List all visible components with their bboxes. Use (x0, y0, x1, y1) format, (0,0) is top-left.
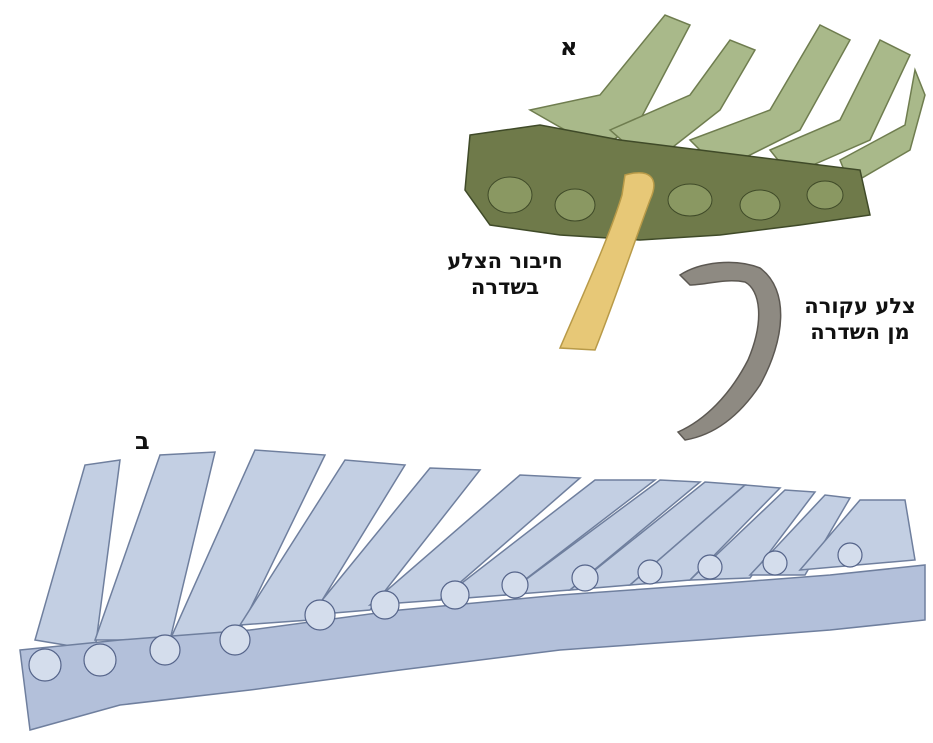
removed-rib-label: צלע עקורה מן השדרה (790, 293, 930, 346)
rib-attachment-label: חיבור הצלע בשדרה (430, 248, 580, 301)
removed-rib-label-line2: מן השדרה (790, 319, 930, 345)
panel-a-letter: א (560, 32, 577, 62)
panel-b-letter: ב (135, 426, 150, 456)
rib-attachment-label-line1: חיבור הצלע (430, 248, 580, 274)
removed-rib-label-line1: צלע עקורה (790, 293, 930, 319)
rib-attachment-label-line2: בשדרה (430, 274, 580, 300)
